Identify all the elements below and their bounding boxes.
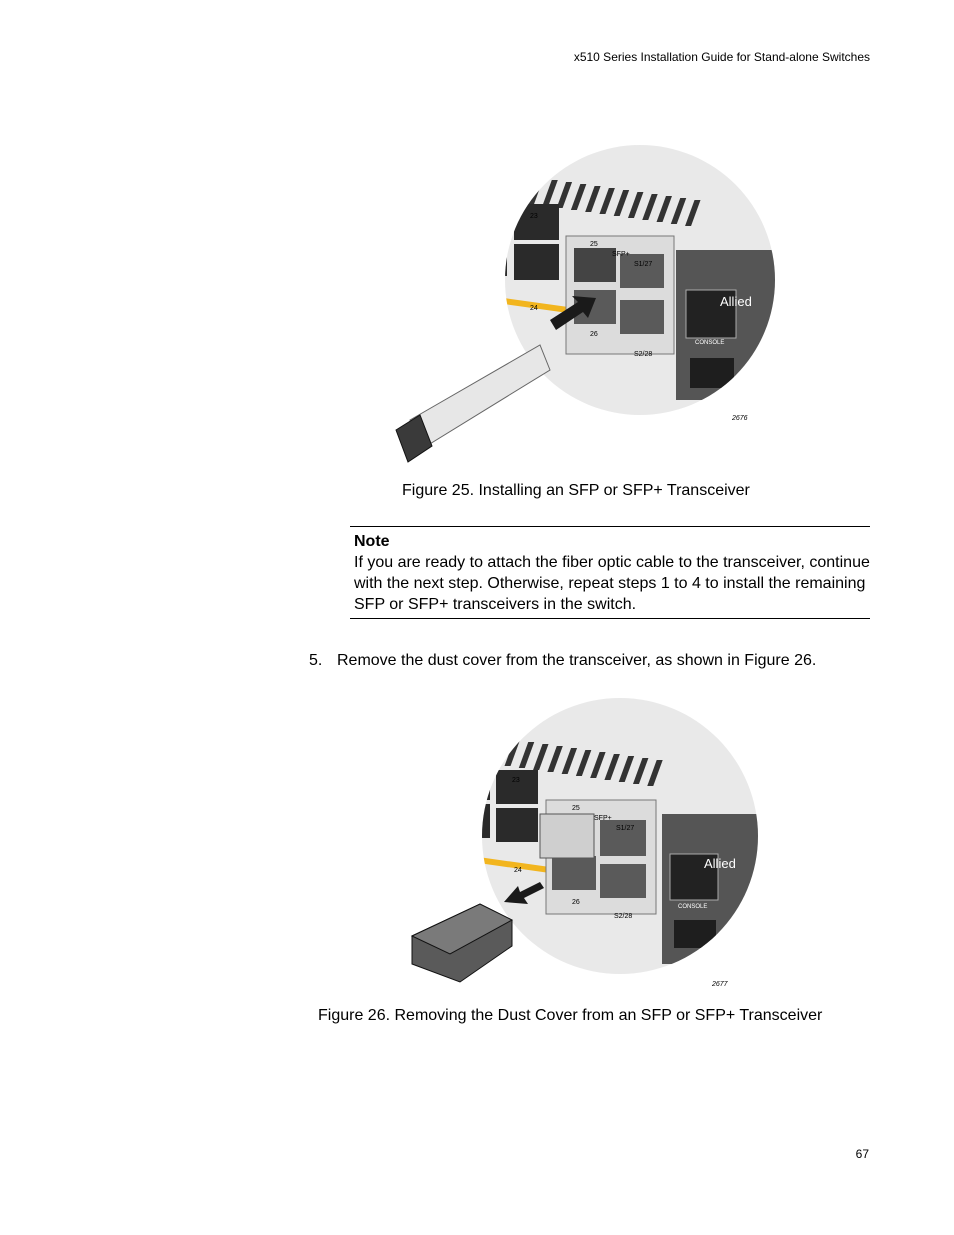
figure-25-illustration: Allied CONSOLE 23 22 24 25 26 SFP+ S1/27… [395,145,775,463]
note-body: If you are ready to attach the fiber opt… [354,554,870,613]
console-label: CONSOLE [678,904,707,910]
port-label-22: 22 [468,847,476,854]
figure-25-caption: Figure 25. Installing an SFP or SFP+ Tra… [402,482,750,499]
figure-26-caption: Figure 26. Removing the Dust Cover from … [318,1007,823,1024]
dust-cover [410,903,514,983]
port-label-26: 26 [590,331,598,338]
sfp-slots [574,248,664,334]
figure-ref-number: 2677 [711,981,729,988]
step-number: 5. [309,652,323,669]
port-label-24: 24 [514,867,522,874]
s228-label: S2/28 [634,351,652,358]
note-box: Note If you are ready to attach the fibe… [350,526,870,619]
port-label-23: 23 [512,777,520,784]
port-label-26: 26 [572,899,580,906]
s127-label: S1/27 [634,261,652,268]
port-label-22: 22 [486,285,494,292]
console-label: CONSOLE [695,340,724,346]
running-header: x510 Series Installation Guide for Stand… [573,50,870,64]
rj45-ports [482,766,538,842]
insert-arrow-icon [550,296,596,330]
s127-label: S1/27 [616,825,634,832]
sfp-slots [552,820,646,898]
brand-logo: Allied [720,294,752,309]
figure-ref-number: 2676 [731,415,748,422]
sfp-label: SFP+ [594,815,612,822]
page-number: 67 [855,1147,869,1161]
port-label-25: 25 [590,241,598,248]
vent-slots [482,736,663,786]
step-text: Remove the dust cover from the transceiv… [337,652,817,669]
note-title: Note [354,533,390,550]
s228-label: S2/28 [614,913,632,920]
sfp-transceiver [395,344,551,463]
remove-arrow-icon [504,882,544,904]
step-5: 5. Remove the dust cover from the transce… [309,652,816,670]
brand-logo: Allied [704,856,736,871]
port-label-25: 25 [572,805,580,812]
inserted-transceiver [539,813,595,859]
port-label-24: 24 [530,305,538,312]
sfp-label: SFP+ [612,251,630,258]
figure-26-illustration: Allied CONSOLE 23 22 24 25 26 SFP+ S1/27… [410,698,758,988]
port-label-23: 23 [530,213,538,220]
